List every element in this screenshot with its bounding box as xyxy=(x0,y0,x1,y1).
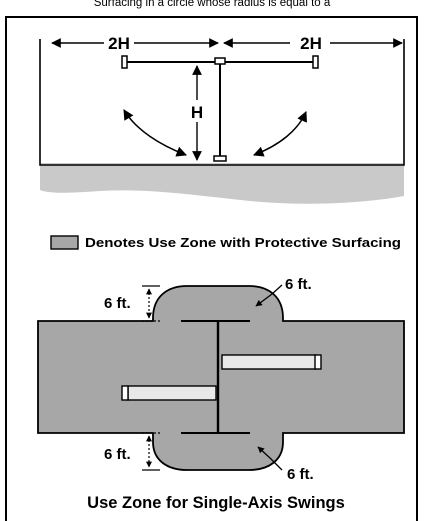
swing-arc-left xyxy=(123,109,187,157)
dim-label-bottom-right: 6 ft. xyxy=(287,466,314,483)
dim-label-top-right: 6 ft. xyxy=(285,276,312,293)
swing-path-right xyxy=(221,354,317,370)
callout-top-right xyxy=(255,284,283,307)
dim-label-right: 2H xyxy=(300,34,322,53)
seat-bottom xyxy=(213,155,227,162)
figure-frame xyxy=(5,16,418,521)
diagram-caption: Use Zone for Single-Axis Swings xyxy=(87,494,345,512)
dim-label-height: H xyxy=(191,103,203,122)
seat-left xyxy=(121,55,128,69)
pivot-top xyxy=(214,57,226,65)
swing-seat-left xyxy=(121,385,129,401)
swing-path-left xyxy=(127,385,217,401)
callout-bottom-right xyxy=(257,446,283,471)
dim-label-top-left: 6 ft. xyxy=(104,295,131,312)
lower-diagram: 6 ft. 6 ft. 6 ft. 6 ft. Use Zone for Sin… xyxy=(37,276,405,512)
legend-text: Denotes Use Zone with Protective Surfaci… xyxy=(85,236,401,250)
use-zone xyxy=(37,285,405,471)
legend: Denotes Use Zone with Protective Surfaci… xyxy=(50,235,401,250)
seat-right xyxy=(312,55,319,69)
swing-seat-right xyxy=(314,354,322,370)
top-caption: Surfacing in a circle whose radius is eq… xyxy=(93,0,331,9)
ground-surface xyxy=(40,163,404,204)
ground-outline xyxy=(39,39,405,166)
swing-arc-right xyxy=(253,111,307,157)
legend-swatch xyxy=(50,235,79,250)
upper-diagram: 2H 2H H xyxy=(39,34,405,204)
dim-label-bottom-left: 6 ft. xyxy=(104,446,131,463)
dim-label-left: 2H xyxy=(108,34,130,53)
